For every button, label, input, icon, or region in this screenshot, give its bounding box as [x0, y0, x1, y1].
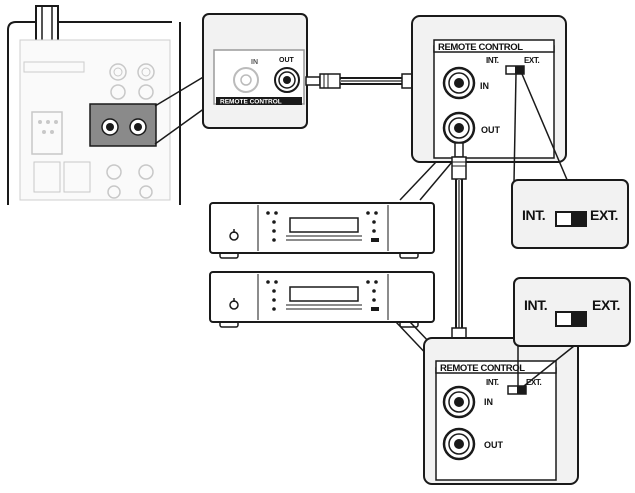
device-a-tray — [289, 217, 359, 233]
switch-bottom-ext-label: EXT. — [592, 297, 620, 313]
unit-a-remote-title: REMOTE CONTROL — [438, 42, 523, 53]
device-b-power-icon — [229, 300, 239, 310]
inset-in-label: IN — [251, 59, 258, 66]
remote-jack-inset: IN OUT REMOTE CONTROL — [202, 13, 308, 129]
rca-cable-vertical — [451, 142, 467, 365]
inset-remote-title: REMOTE CONTROL — [220, 99, 282, 106]
unit-a-ext-label: EXT. — [524, 56, 539, 65]
device-unit-a — [209, 202, 435, 259]
unit-b-out-label: OUT — [484, 440, 504, 450]
unit-a-remote-panel: REMOTE CONTROL IN OUT INT. EXT. — [411, 15, 567, 163]
switch-top-int-label: INT. — [522, 207, 545, 223]
unit-b-in-label: IN — [484, 397, 493, 407]
device-unit-b — [209, 271, 435, 328]
unit-b-int-label: INT. — [486, 378, 499, 387]
inset-out-label: OUT — [279, 57, 295, 64]
unit-a-out-label: OUT — [481, 125, 501, 135]
device-b-tray — [289, 286, 359, 302]
switch-callout-top: INT. EXT. — [511, 179, 629, 249]
switch-bottom-int-label: INT. — [524, 297, 547, 313]
unit-b-ext-label: EXT. — [526, 378, 541, 387]
device-a-power-icon — [229, 231, 239, 241]
unit-a-int-label: INT. — [486, 56, 499, 65]
switch-top-ext-label: EXT. — [590, 207, 618, 223]
switch-callout-bottom: INT. EXT. — [513, 277, 631, 347]
unit-b-remote-title: REMOTE CONTROL — [440, 363, 525, 374]
receiver-rear-panel — [7, 5, 181, 205]
unit-b-remote-panel: REMOTE CONTROL IN OUT INT. EXT. — [423, 337, 579, 485]
unit-a-in-label: IN — [480, 81, 489, 91]
